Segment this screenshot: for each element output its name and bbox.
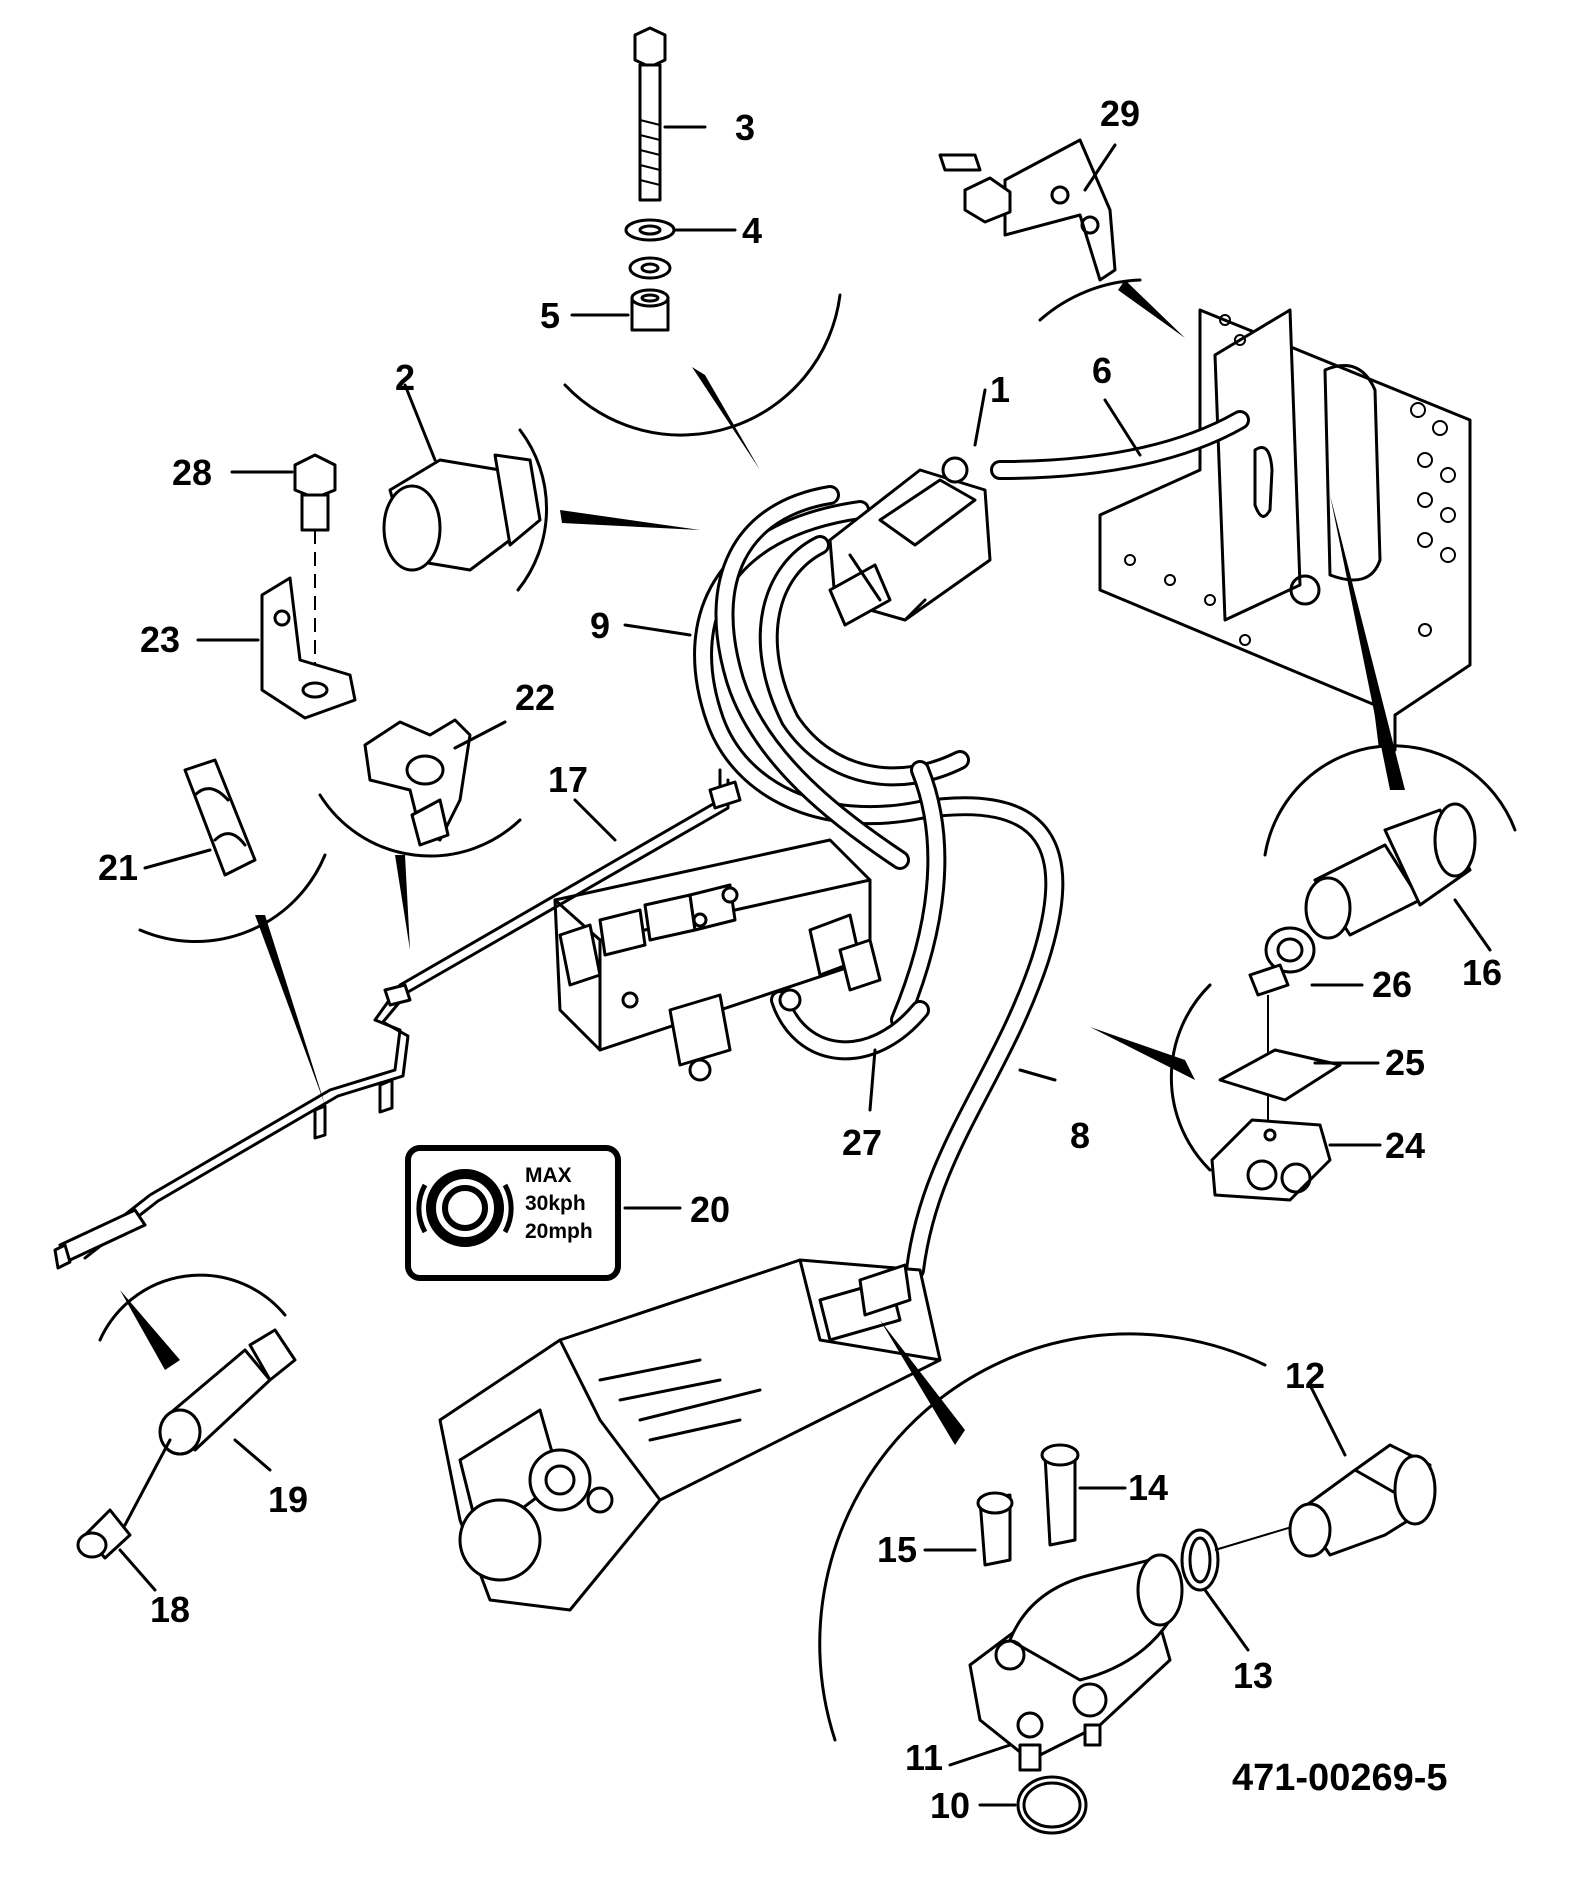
- callout-1: 1: [990, 369, 1010, 410]
- valve-icon: [828, 456, 992, 627]
- hose-bundle: [693, 410, 1250, 1280]
- clamp-icon: [363, 718, 507, 847]
- washer-icon: [624, 218, 737, 280]
- bolt-icon: [230, 453, 337, 680]
- callout-5: 5: [540, 295, 560, 336]
- decal-line-3: 20mph: [525, 1220, 593, 1243]
- callout-2: 2: [395, 357, 415, 398]
- chassis-frame: [1098, 308, 1472, 752]
- fitting-icon: [382, 383, 542, 572]
- bracket-icon: [938, 138, 1117, 282]
- decal-brake-icon: MAX 30kph 20mph: [405, 1145, 682, 1281]
- callout-19: 19: [268, 1479, 308, 1520]
- callout-25: 25: [1385, 1042, 1425, 1083]
- bolt-icon: [633, 26, 707, 202]
- callout-16: 16: [1462, 952, 1502, 993]
- clamp-icon: [1210, 926, 1382, 1202]
- bracket-icon: [196, 576, 357, 720]
- callout-15: 15: [877, 1529, 917, 1570]
- callout-22: 22: [515, 677, 555, 718]
- callout-10: 10: [930, 1785, 970, 1826]
- callout-24: 24: [1385, 1125, 1425, 1166]
- callout-20: 20: [690, 1189, 730, 1230]
- callout-23: 23: [140, 619, 180, 660]
- callout-26: 26: [1372, 964, 1412, 1005]
- callout-13: 13: [1233, 1655, 1273, 1696]
- detail-leaders: [98, 278, 1517, 1742]
- steel-pipe: [53, 768, 742, 1270]
- callout-14: 14: [1128, 1467, 1168, 1508]
- fitting-icon: [76, 1328, 297, 1592]
- callout-8: 8: [1070, 1115, 1090, 1156]
- decal-line-2: 30kph: [525, 1192, 586, 1215]
- reference-number: 471-00269-5: [1232, 1757, 1448, 1799]
- callout-4: 4: [742, 210, 762, 251]
- fitting-icon: [1304, 802, 1492, 952]
- clamp-icon: [143, 758, 257, 877]
- flange-assembly: [923, 1383, 1437, 1835]
- callout-27: 27: [842, 1122, 882, 1163]
- decal-line-1: MAX: [525, 1164, 572, 1187]
- callout-21: 21: [98, 847, 138, 888]
- nut-icon: [570, 288, 670, 332]
- callout-18: 18: [150, 1589, 190, 1630]
- pump-icon: [438, 1258, 942, 1612]
- callout-9: 9: [590, 605, 610, 646]
- callout-labels: 1 2 3 4 5 6 8 9 10 11 12 13 14 15 16 17 …: [98, 93, 1502, 1826]
- callout-3: 3: [735, 107, 755, 148]
- callout-28: 28: [172, 452, 212, 493]
- callout-12: 12: [1285, 1355, 1325, 1396]
- callout-11: 11: [905, 1737, 943, 1778]
- callout-6: 6: [1092, 350, 1112, 391]
- callout-29: 29: [1100, 93, 1140, 134]
- hose-leaders: [573, 388, 1142, 1112]
- manifold-block: [553, 838, 882, 1082]
- callout-17: 17: [548, 759, 588, 800]
